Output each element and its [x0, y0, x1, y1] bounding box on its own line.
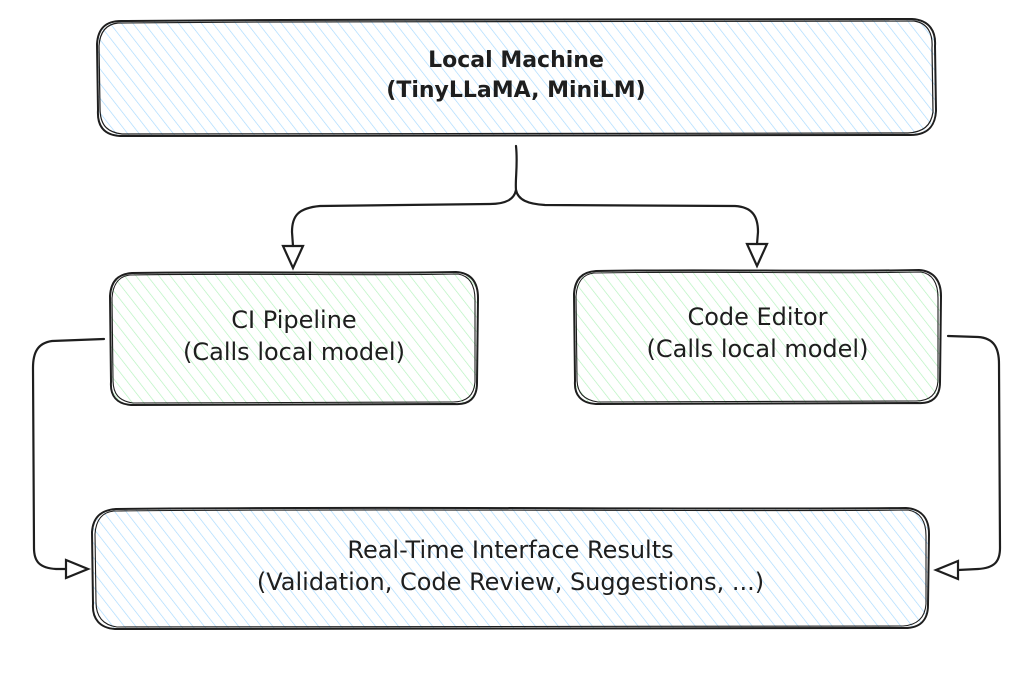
results-box[interactable]: [90, 506, 931, 631]
code-editor-title: Code Editor: [687, 303, 828, 331]
local-machine-label: Local Machine (TinyLLaMA, MiniLM): [97, 46, 935, 105]
ci-pipeline-box[interactable]: [108, 270, 480, 407]
ci-pipeline-label: CI Pipeline (Calls local model): [110, 304, 478, 369]
results-label: Real-Time Interface Results (Validation,…: [92, 534, 929, 599]
connector-local-to-ci: [281, 144, 518, 271]
local-machine-title: Local Machine: [428, 48, 604, 73]
code-editor-box[interactable]: [572, 268, 943, 406]
ci-pipeline-title: CI Pipeline: [231, 306, 357, 334]
connector-local-to-editor: [514, 188, 769, 269]
code-editor-subtitle: (Calls local model): [646, 335, 869, 364]
local-machine-box[interactable]: [95, 17, 938, 138]
results-subtitle: (Validation, Code Review, Suggestions, .…: [256, 568, 765, 597]
code-editor-label: Code Editor (Calls local model): [574, 301, 941, 366]
connector-ci-to-results: [31, 337, 106, 580]
ci-pipeline-subtitle: (Calls local model): [183, 338, 405, 367]
results-title: Real-Time Interface Results: [347, 536, 674, 564]
local-machine-subtitle: (TinyLLaMA, MiniLM): [386, 77, 646, 103]
connector-editor-to-results: [933, 334, 1002, 581]
